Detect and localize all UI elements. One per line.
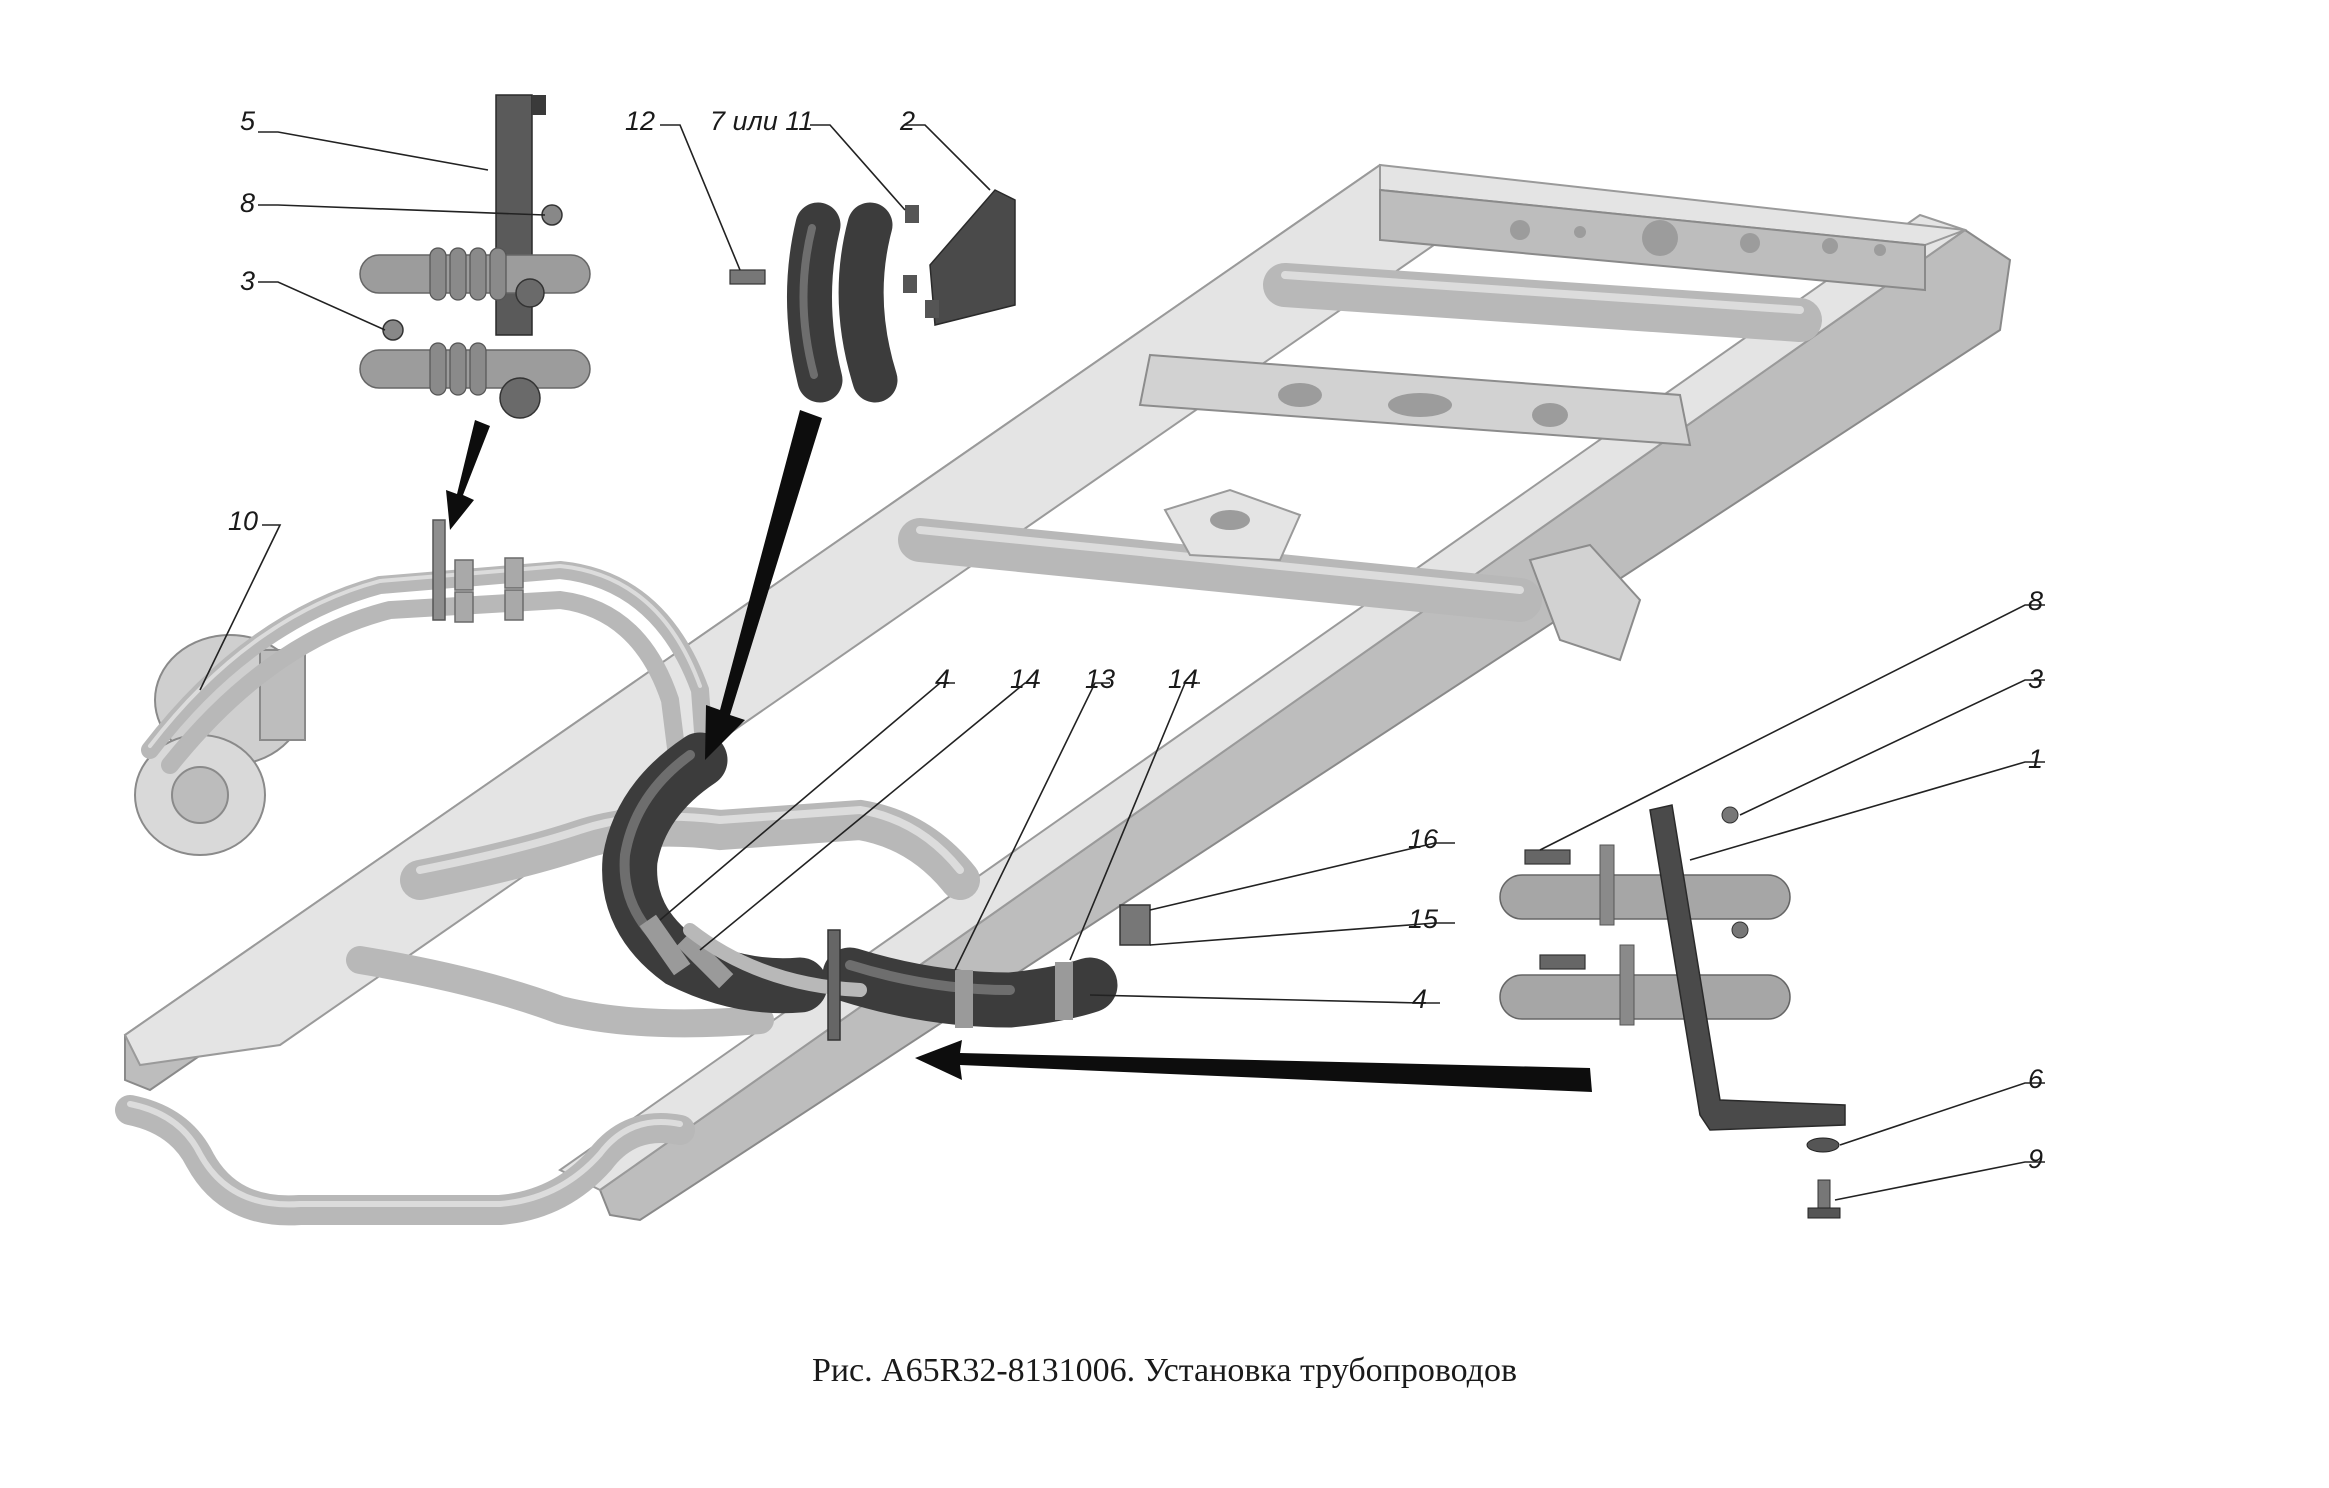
- pointer-arrows: [446, 410, 1592, 1092]
- callout-2: 2: [899, 106, 915, 136]
- callout-8-right: 8: [2028, 586, 2043, 616]
- detail-bracket-1: [1499, 804, 1846, 1219]
- leader-lines: [199, 124, 2045, 1201]
- callout-3-right: 3: [2028, 664, 2043, 694]
- callout-4-top: 4: [935, 664, 950, 694]
- callout-14-b: 14: [1168, 664, 1198, 694]
- callouts: 5 8 3 12 7 или 11 2 10 4 14 13 14 8 3 1 …: [228, 106, 2044, 1174]
- callout-6: 6: [2028, 1064, 2044, 1094]
- callout-10: 10: [228, 506, 258, 536]
- callout-8-top: 8: [240, 188, 255, 218]
- callout-13: 13: [1085, 664, 1115, 694]
- detail-bracket-5: [359, 94, 591, 419]
- arrow-icon: [705, 410, 822, 760]
- arrow-icon: [915, 1040, 1592, 1092]
- insulated-hoses: [602, 732, 1151, 1041]
- arrow-icon: [446, 420, 490, 530]
- callout-14-a: 14: [1010, 664, 1040, 694]
- callout-4-bottom: 4: [1412, 984, 1427, 1014]
- callout-5: 5: [240, 106, 256, 136]
- frame-holes: [1510, 220, 1886, 256]
- callout-3-top: 3: [240, 266, 255, 296]
- callout-16: 16: [1408, 824, 1439, 854]
- ac-pipelines: [141, 519, 714, 789]
- callout-9: 9: [2028, 1144, 2043, 1174]
- callout-7-or-11: 7 или 11: [710, 106, 813, 136]
- callout-12: 12: [625, 106, 655, 136]
- figure-caption: Рис. А65R32-8131006. Установка трубопров…: [811, 1352, 1518, 1389]
- callout-15: 15: [1408, 904, 1439, 934]
- callout-1: 1: [2028, 744, 2043, 774]
- detail-bracket-2: [729, 189, 1016, 403]
- chassis-frame: [115, 163, 2012, 1226]
